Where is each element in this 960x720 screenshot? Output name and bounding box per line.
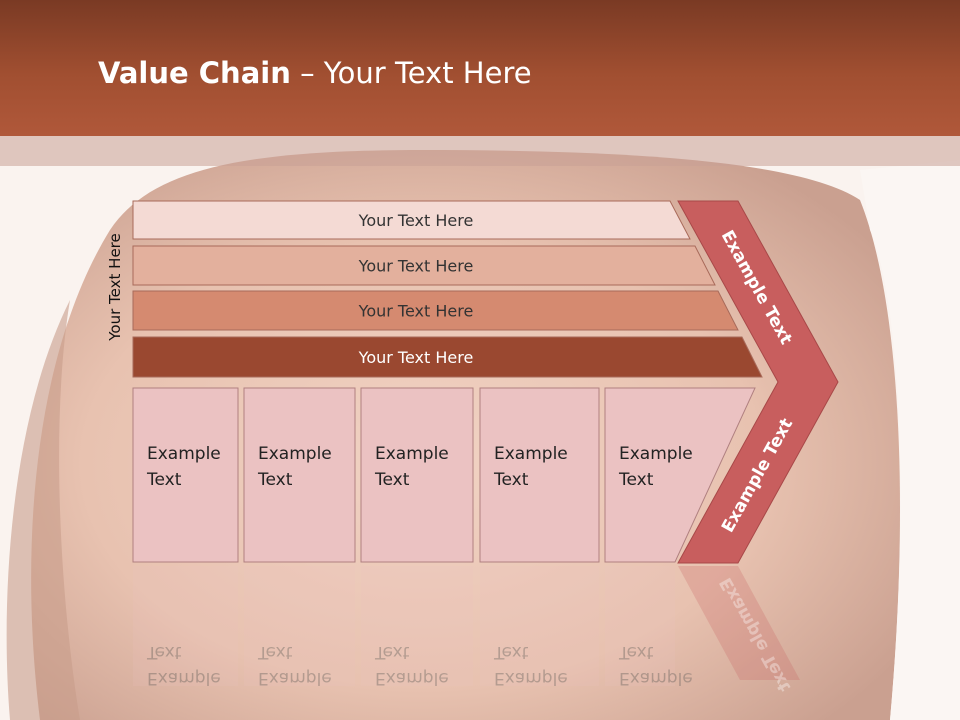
header-bar	[0, 0, 960, 136]
activity-column-line2-3: Text	[374, 470, 410, 490]
value-chevron	[677, 200, 839, 564]
column-reflection-box-4	[480, 566, 599, 686]
activity-column-line1-5: Example	[619, 444, 693, 464]
activity-column-line2-5: Text	[618, 470, 654, 490]
activity-column-line1-3: Example	[375, 444, 449, 464]
chain-row-label-4: Your Text Here	[358, 348, 474, 367]
activity-column-line1-2: Example	[258, 444, 332, 464]
chain-row-2	[132, 245, 716, 286]
activity-column-1	[132, 387, 239, 563]
chain-row-label-3: Your Text Here	[358, 302, 474, 321]
activity-column-2	[243, 387, 356, 563]
column-reflection-box-2	[244, 566, 355, 686]
reflected-line1-2: Example	[258, 668, 332, 688]
column-reflection-box-1	[133, 566, 238, 686]
chain-row-4	[132, 336, 763, 378]
reflected-line2-1: Text	[146, 642, 182, 662]
activity-column-line1-1: Example	[147, 444, 221, 464]
slide-title: Value Chain – Your Text Here	[98, 56, 532, 90]
activity-column-line2-4: Text	[493, 470, 529, 490]
reflected-line1-5: Example	[619, 668, 693, 688]
reflected-line2-4: Text	[493, 642, 529, 662]
header-band	[0, 136, 960, 166]
activity-column-line2-1: Text	[146, 470, 182, 490]
chain-row-3	[132, 290, 739, 331]
chain-row-label-2: Your Text Here	[358, 257, 474, 276]
column-reflection-box-3	[361, 566, 473, 686]
chevron-reflection	[678, 566, 800, 680]
activity-column-3	[360, 387, 474, 563]
title-rest: – Your Text Here	[290, 56, 532, 90]
reflected-line1-1: Example	[147, 668, 221, 688]
reflected-line1-3: Example	[375, 668, 449, 688]
reflected-line2-2: Text	[257, 642, 293, 662]
activity-column-line1-4: Example	[494, 444, 568, 464]
activity-column-5	[604, 387, 756, 563]
chain-row-label-1: Your Text Here	[358, 211, 474, 230]
activity-column-line2-2: Text	[257, 470, 293, 490]
title-bold: Value Chain	[98, 56, 291, 90]
reflected-line2-5: Text	[618, 642, 654, 662]
reflected-line1-4: Example	[494, 668, 568, 688]
reflected-line2-3: Text	[374, 642, 410, 662]
column-reflection-box-5	[605, 566, 675, 686]
chain-row-1	[132, 200, 691, 240]
activity-column-4	[479, 387, 600, 563]
